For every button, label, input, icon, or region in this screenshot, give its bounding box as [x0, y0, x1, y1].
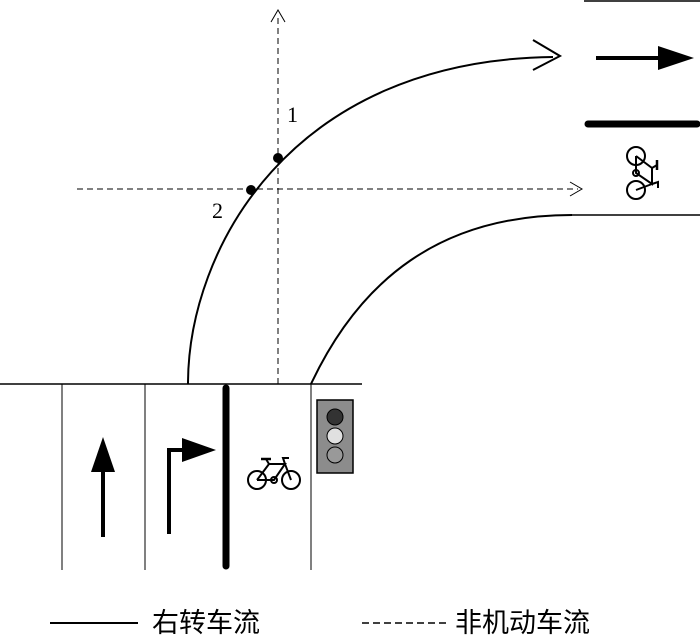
conflict-point-2 [246, 185, 256, 195]
conflict-points: 1 2 [212, 102, 298, 223]
point-label-1: 1 [287, 102, 298, 127]
exit-road [572, 0, 700, 216]
traffic-light-icon [316, 399, 354, 474]
legend-dashed-label: 非机动车流 [455, 608, 590, 639]
conflict-point-1 [273, 153, 283, 163]
approach-road [0, 383, 362, 570]
curb-arc [310, 214, 573, 385]
point-label-2: 2 [212, 198, 223, 223]
right-turn-trajectory [187, 56, 554, 385]
non-motor-flow-lines [77, 14, 578, 384]
right-arrow-icon [596, 46, 694, 70]
bicycle-icon [247, 457, 301, 490]
straight-arrow-icon [91, 437, 115, 537]
vertical-flow-arrowhead [270, 9, 286, 23]
trajectory-arrowhead [532, 39, 563, 71]
right-turn-arrow-icon [167, 438, 216, 534]
bicycle-icon-exit [626, 146, 659, 200]
horizontal-flow-arrowhead [569, 181, 583, 197]
legend: 右转车流 非机动车流 [50, 608, 590, 639]
legend-solid-label: 右转车流 [152, 608, 260, 639]
